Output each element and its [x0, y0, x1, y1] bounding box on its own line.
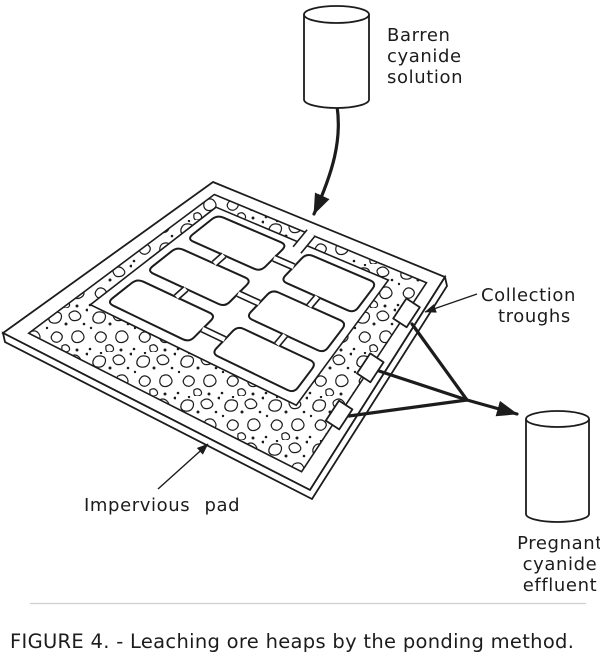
channel-line [173, 286, 185, 296]
channel-line [236, 295, 259, 307]
channel-line [310, 298, 321, 309]
label-line: Barren [387, 25, 451, 46]
impervious-pad-pointer-icon [157, 443, 209, 490]
channel-line [211, 252, 223, 262]
channel-line [306, 294, 316, 305]
channel-line [274, 254, 296, 265]
collection-trough [392, 297, 421, 329]
ore-heap-field [108, 215, 421, 431]
channel-line [238, 290, 261, 302]
label-line: solution [387, 67, 463, 88]
label-line: effluent [523, 575, 598, 596]
gravel-border [27, 193, 428, 473]
collection-trough [356, 352, 385, 384]
label-line: Collection [481, 285, 576, 306]
channel-gap [293, 229, 315, 254]
channel-line [292, 229, 308, 248]
ore-heap [282, 253, 376, 313]
flow-line-icon [410, 322, 469, 402]
collection-trough [324, 399, 354, 431]
channel-line [272, 260, 293, 271]
ore-heap [108, 279, 214, 342]
flow-arrow-icon [465, 398, 519, 417]
channel-gap [307, 294, 320, 309]
label-line: Pregnant [517, 533, 600, 554]
collection-troughs-label: Collection troughs [481, 285, 576, 327]
label-line: cyanide [387, 46, 462, 67]
figure-caption: FIGURE 4. - Leaching ore heaps by the po… [10, 630, 574, 653]
channel-line [215, 256, 227, 267]
channel-gap [236, 290, 261, 306]
ore-heap [213, 326, 315, 393]
channel-line [300, 235, 316, 254]
ore-heap [189, 215, 286, 271]
solution-pour-arrow-icon [312, 104, 340, 216]
channel-line [278, 336, 288, 347]
channel-line [200, 330, 224, 344]
label-line: cyanide [523, 554, 598, 575]
flow-line-icon [377, 369, 469, 402]
pregnant-effluent-drum-icon [525, 410, 590, 523]
channel-line [274, 332, 284, 344]
impervious-pad-label: Impervious pad [84, 495, 240, 516]
pregnant-effluent-label: Pregnant cyanide effluent [517, 533, 600, 596]
label-line: troughs [498, 306, 571, 327]
barren-solution-drum-icon [303, 5, 370, 109]
channel-line [203, 325, 227, 338]
impervious-pad-side [1, 274, 448, 501]
channel-line [177, 290, 189, 300]
channel-gap [272, 255, 295, 270]
channel-gap [201, 326, 226, 343]
ore-heap [149, 247, 250, 307]
flow-line-icon [347, 398, 469, 418]
channel-gap [212, 253, 226, 266]
barren-solution-label: Barren cyanide solution [387, 25, 463, 88]
channel-gap [174, 286, 188, 300]
collection-troughs-pointer-icon [424, 293, 478, 313]
channel-gap [274, 333, 288, 347]
ore-heap [247, 290, 346, 353]
effluent-flow-arrows [347, 322, 519, 418]
